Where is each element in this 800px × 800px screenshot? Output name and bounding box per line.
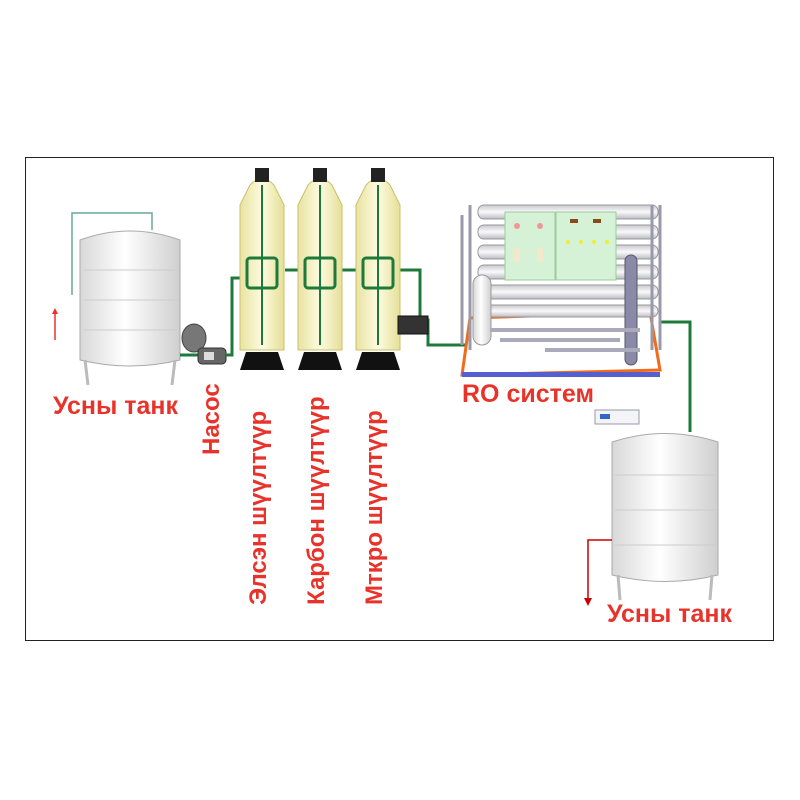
carbon-filter [297, 168, 343, 370]
diagram-frame [25, 157, 774, 641]
product-tank [584, 433, 719, 606]
pump-label: Насос [198, 383, 225, 455]
outflow-arrow-icon [584, 598, 592, 606]
micro-filter [355, 168, 429, 370]
sand-filter-label: Элсэн шүүлтүүр [245, 410, 272, 605]
sand-filter [239, 168, 285, 370]
source-tank-label: Усны танк [53, 392, 179, 420]
ro-system-label: RO систем [462, 380, 594, 408]
product-tank-label: Усны танк [607, 600, 733, 628]
pump [180, 323, 227, 365]
micro-filter-label: Мткро шүүлтүүр [361, 410, 388, 605]
carbon-filter-label: Карбон шүүлтүүр [303, 396, 330, 605]
controller-box [594, 409, 640, 425]
ro-system [460, 204, 662, 377]
source-tank [52, 212, 181, 386]
